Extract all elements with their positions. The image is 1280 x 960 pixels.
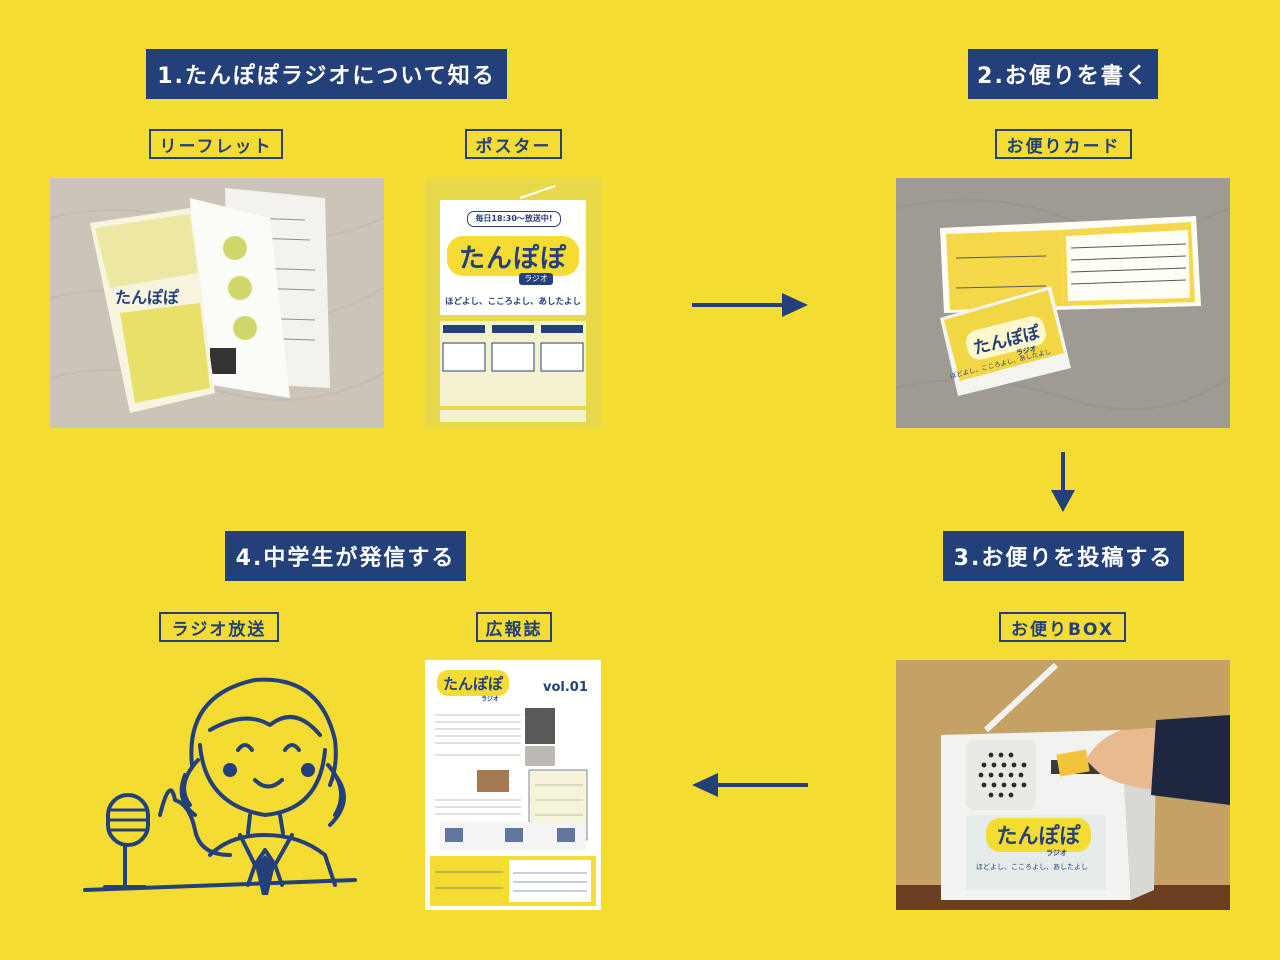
poster-label: ポスター	[465, 129, 562, 159]
arrow-left-icon	[692, 773, 808, 797]
box-background	[896, 660, 1230, 910]
magazine-logo-sub: ラジオ	[481, 696, 499, 703]
step2-title: 2.お便りを書く	[968, 49, 1158, 99]
radio-label: ラジオ放送	[159, 612, 279, 642]
magazine-image: たんぽぽ ラジオ vol.01	[425, 660, 601, 910]
poster-logo-sub: ラジオ	[519, 273, 553, 285]
magazine-logo: たんぽぽ	[437, 670, 509, 696]
poster-logo: たんぽぽ	[447, 236, 579, 276]
card-background	[896, 178, 1230, 428]
step1-title: 1.たんぽぽラジオについて知る	[146, 49, 507, 99]
box-label: お便りBOX	[999, 612, 1126, 642]
magazine-label: 広報誌	[476, 612, 552, 642]
girl-microphone-icon	[83, 677, 357, 895]
box-photo: たんぽぽ ラジオ ほどよし、こころよし、あしたよし	[896, 660, 1230, 910]
card-photo: たんぽぽ ラジオ ほどよし、こころよし、あしたよし	[896, 178, 1230, 428]
poster-image: 毎日18:30〜放送中! たんぽぽ ラジオ ほどよし、こころよし、あしたよし	[425, 178, 601, 428]
leaflet-label: リーフレット	[149, 129, 283, 159]
card-label: お便りカード	[995, 129, 1132, 159]
box-logo-sub: ラジオ	[1046, 849, 1067, 857]
box-logo-text: たんぽぽ	[996, 824, 1081, 848]
step3-title: 3.お便りを投稿する	[943, 531, 1184, 581]
svg-text:たんぽぽ: たんぽぽ	[115, 288, 180, 307]
step4-title: 4.中学生が発信する	[225, 531, 466, 581]
leaflet-photo: たんぽぽ	[50, 178, 384, 428]
poster-logo-text: たんぽぽ	[458, 243, 567, 274]
box-logo: たんぽぽ	[986, 818, 1091, 852]
poster-badge: 毎日18:30〜放送中!	[467, 211, 561, 227]
leaflet-illustration: たんぽぽ	[50, 178, 384, 428]
poster-tagline: ほどよし、こころよし、あしたよし	[444, 297, 581, 307]
arrow-down-icon	[1051, 452, 1075, 512]
magazine-background	[425, 660, 601, 910]
magazine-vol: vol.01	[543, 680, 588, 695]
radio-illustration	[80, 655, 360, 915]
box-tagline: ほどよし、こころよし、あしたよし	[976, 863, 1088, 871]
arrow-right-icon	[692, 293, 808, 317]
magazine-logo-text: たんぽぽ	[442, 674, 503, 693]
